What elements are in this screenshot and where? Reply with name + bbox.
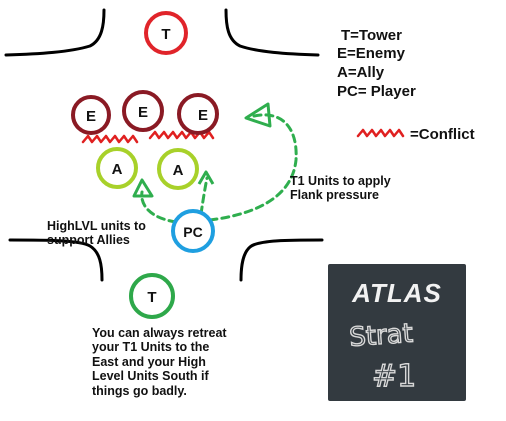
wall-bottom-right	[239, 238, 324, 282]
conflict-legend-mark	[356, 128, 405, 138]
badge-art: ATLAS Strat #1	[348, 278, 442, 395]
conflict-marks	[81, 128, 405, 144]
note-retreat: You can always retreat your T1 Units to …	[92, 326, 227, 398]
legend-tower: T=Tower	[341, 27, 402, 44]
wall-bottom-left	[8, 238, 104, 282]
wall-top-right	[224, 8, 320, 57]
legend-ally: A=Ally	[337, 64, 385, 81]
enemy-1: E	[71, 95, 111, 135]
wall-top-left	[4, 8, 106, 57]
player: PC	[171, 209, 215, 253]
ally-2: A	[157, 148, 199, 190]
flank-arrow	[208, 113, 298, 222]
support-arrow-right-head	[197, 170, 215, 185]
conflict-mark-1	[81, 134, 139, 144]
enemy-3-label: E	[198, 107, 208, 124]
player-label: PC	[183, 224, 202, 240]
tower-bottom-label: T	[147, 289, 156, 306]
support-arrow-left-head	[132, 178, 154, 198]
legend-player: PC= Player	[337, 83, 416, 100]
enemy-2: E	[122, 90, 164, 132]
badge-logo: ATLAS	[351, 278, 442, 308]
enemy-3: E	[177, 93, 219, 135]
enemy-2-label: E	[138, 104, 148, 121]
enemy-1-label: E	[86, 108, 96, 125]
support-arrow-right	[199, 176, 209, 216]
badge-handwritten-1: Strat	[348, 319, 413, 353]
tower-top-label: T	[161, 26, 170, 43]
note-support: HighLVL units to support Allies	[47, 219, 146, 248]
ally-1-label: A	[112, 161, 123, 178]
arrow-heads	[132, 102, 272, 198]
conflict-mark-2	[148, 130, 215, 140]
map-walls	[4, 8, 324, 282]
tower-top: T	[144, 11, 188, 55]
flank-arrow-head	[244, 102, 272, 128]
tower-bottom: T	[129, 273, 175, 319]
atlas-badge: ATLAS Strat #1	[328, 264, 466, 401]
note-flank: T1 Units to apply Flank pressure	[290, 174, 391, 203]
legend-conflict: =Conflict	[410, 126, 475, 143]
legend-enemy: E=Enemy	[337, 45, 405, 62]
badge-handwritten-2: #1	[372, 359, 416, 394]
ally-2-label: A	[173, 162, 184, 179]
ally-1: A	[96, 147, 138, 189]
